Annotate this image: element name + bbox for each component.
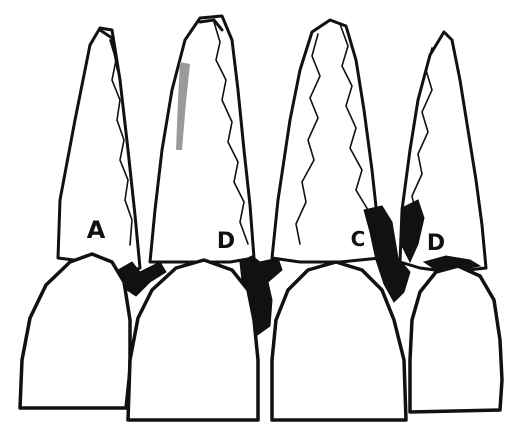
tooth-c — [272, 20, 380, 262]
label-b: D — [217, 229, 235, 254]
label-d: D — [427, 231, 445, 256]
tooth-b — [150, 16, 254, 262]
label-a: A — [87, 216, 106, 244]
crown-a — [20, 254, 130, 408]
label-c: C — [351, 227, 366, 251]
crown-d — [410, 266, 502, 412]
